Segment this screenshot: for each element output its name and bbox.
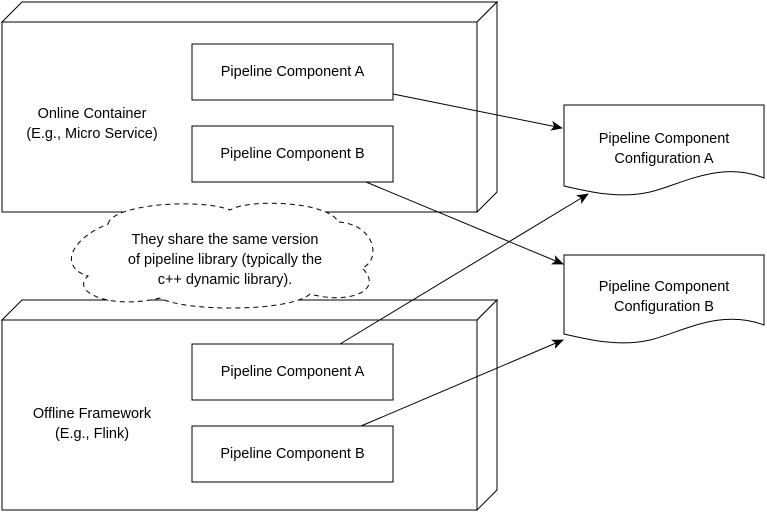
- config-b-document: [563, 254, 765, 344]
- arrow-online-a-to-config-a: [392, 93, 563, 131]
- config-a-document: [563, 104, 765, 196]
- online-component-b-box: [191, 125, 394, 183]
- online-component-a-box: [191, 43, 394, 101]
- cloud-note-line-1: They share the same version: [131, 232, 319, 248]
- offline-framework-label: Offline Framework (E.g., Flink): [2, 402, 182, 446]
- config-a-line-1: Pipeline Component: [598, 131, 730, 147]
- online-container-subtitle: (E.g., Micro Service): [26, 126, 158, 142]
- online-container-label: Online Container (E.g., Micro Service): [2, 102, 182, 146]
- offline-component-a-label: Pipeline Component A: [220, 364, 365, 380]
- cloud-note-text: They share the same version of pipeline …: [80, 230, 370, 290]
- cloud-note-line-3: c++ dynamic library).: [157, 272, 293, 288]
- config-b-label: Pipeline Component Configuration B: [564, 276, 764, 318]
- arrow-offline-a-to-config-a: [339, 193, 589, 345]
- config-b-line-2: Configuration B: [614, 299, 714, 315]
- arrow-online-b-to-config-b: [365, 181, 564, 265]
- online-container-title: Online Container: [37, 106, 147, 122]
- arrow-offline-b-to-config-b: [360, 339, 564, 427]
- online-component-b-label: Pipeline Component B: [220, 146, 365, 162]
- cloud-note-line-2: of pipeline library (typically the: [127, 252, 323, 268]
- offline-framework-subtitle: (E.g., Flink): [54, 426, 130, 442]
- online-component-a-label: Pipeline Component A: [220, 64, 365, 80]
- config-b-line-1: Pipeline Component: [598, 279, 730, 295]
- config-a-line-2: Configuration A: [614, 151, 714, 167]
- offline-component-b-box: [191, 425, 394, 483]
- offline-framework-title: Offline Framework: [32, 406, 152, 422]
- offline-component-b-label: Pipeline Component B: [220, 446, 365, 462]
- offline-component-a-box: [191, 343, 394, 401]
- config-a-label: Pipeline Component Configuration A: [564, 128, 764, 170]
- cloud-shape: [71, 202, 374, 309]
